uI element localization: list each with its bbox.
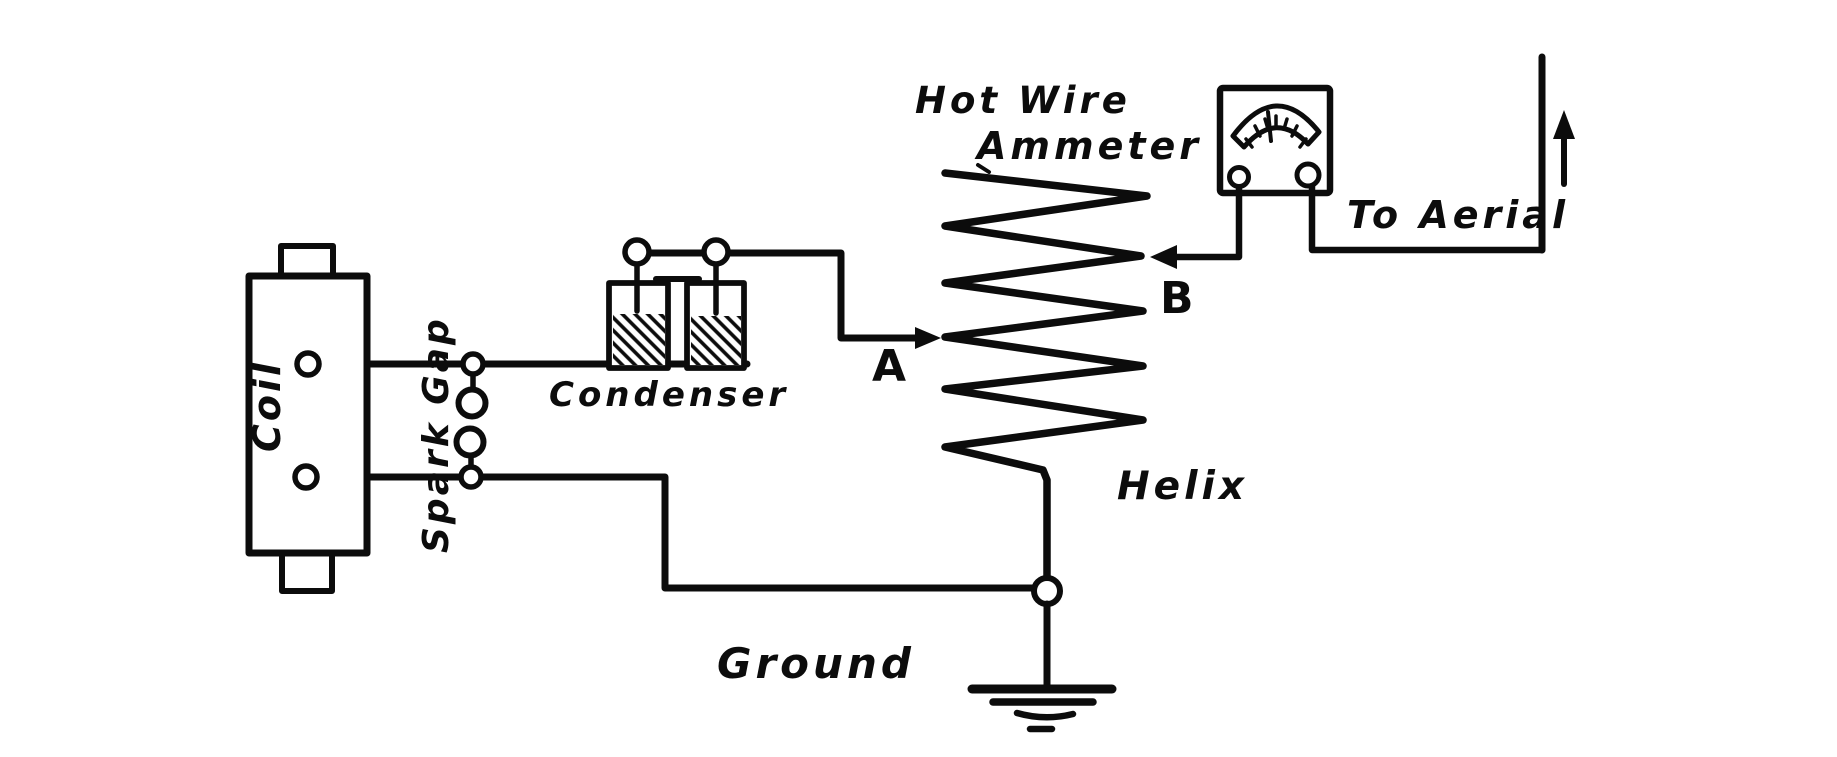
hot-wire-ammeter-label-line1: Hot Wire: [915, 79, 1131, 122]
coil-terminal-top-icon: [294, 350, 322, 378]
spark-gap-label: Spark Gap: [416, 316, 457, 554]
ground-label: Ground: [717, 639, 915, 688]
helix-coil-icon: [941, 169, 1151, 583]
condenser-label: Condenser: [549, 375, 790, 415]
aerial-up-arrow-icon: [1553, 110, 1575, 187]
tap-b-arrowhead-icon: [1150, 245, 1177, 269]
ammeter-icon: [1150, 84, 1546, 269]
ammeter-terminal-left-icon: [1227, 165, 1251, 189]
induction-coil-icon: [245, 243, 371, 594]
condenser-terminal-right-icon: [701, 237, 731, 267]
ink-mark: [976, 163, 991, 174]
hot-wire-ammeter-label-line2: Ammeter: [977, 124, 1203, 168]
condenser-to-helix-wire: [641, 249, 924, 342]
ground-side-wire: [312, 473, 1036, 592]
to-aerial-label: To Aerial: [1347, 193, 1569, 237]
ammeter-terminal-right-icon: [1294, 161, 1322, 189]
coil-label: Coil: [245, 359, 289, 453]
point-a-label: A: [872, 341, 907, 392]
junction-icon: [1031, 575, 1063, 607]
coil-terminal-bottom-icon: [292, 463, 320, 491]
ground-icon: [967, 684, 1117, 733]
spark-gap-icon: [453, 351, 489, 490]
tap-a-arrowhead-icon: [915, 327, 941, 349]
helix-label: Helix: [1117, 464, 1248, 509]
ammeter-left-lead-wire: [1166, 182, 1243, 261]
condenser-terminal-left-icon: [622, 237, 652, 267]
ammeter-right-lead-wire: [1308, 182, 1546, 254]
condenser-icon: [606, 237, 747, 371]
ammeter-needle-icon: [1266, 110, 1273, 143]
point-b-label: B: [1160, 273, 1194, 324]
